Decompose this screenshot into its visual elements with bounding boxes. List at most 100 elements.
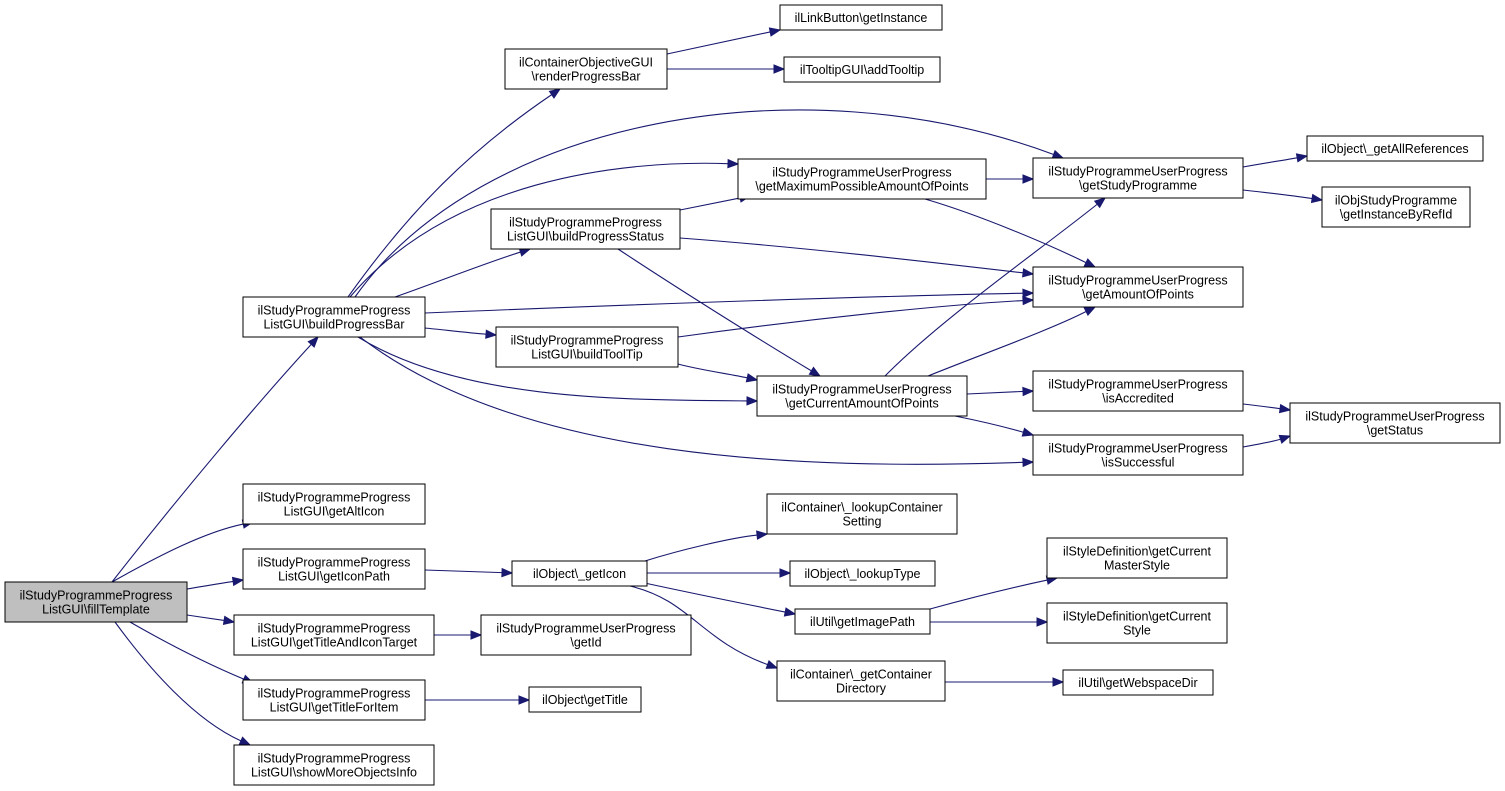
edge-buildToolTip-to-getAmountOfPoints <box>677 295 1035 338</box>
node-label: ilContainerObjectiveGUI <box>519 56 653 70</box>
node-label: ilStudyProgrammeUserProgress <box>772 383 951 397</box>
node-label: \isSuccessful <box>1102 456 1175 470</box>
edge-getCurrentAmountOfPoints-to-isAccredited <box>966 386 1035 397</box>
arrowhead-icon <box>768 27 782 37</box>
node-layer: ilStudyProgrammeProgressListGUI\fillTemp… <box>4 4 1501 786</box>
node-label: \renderProgressBar <box>531 70 640 84</box>
node-getWebspaceDir[interactable]: ilUtil\getWebspaceDir <box>1062 669 1214 696</box>
edge-line <box>924 198 1087 264</box>
edge-line <box>677 363 748 379</box>
node-label: MasterStyle <box>1104 559 1170 573</box>
node-label: ilObject\_getIcon <box>533 567 626 581</box>
node-label: ilStudyProgrammeProgress <box>258 304 411 318</box>
node-getInstanceByRefId[interactable]: ilObjStudyProgramme\getInstanceByRefId <box>1321 186 1471 228</box>
node-label: ListGUI\getAltIcon <box>284 505 385 519</box>
node-label: ilStudyProgrammeProgress <box>258 752 411 766</box>
edge-buildProgressBar-to-buildToolTip <box>424 327 498 339</box>
edge-getIcon-to-lookupContainerSetting <box>644 530 769 562</box>
node-box <box>504 48 668 90</box>
edge-fillTemplate-to-showMoreObjectsInfo <box>114 621 252 746</box>
node-getTitle[interactable]: ilObject\getTitle <box>528 686 642 713</box>
arrowhead-icon <box>1278 434 1292 444</box>
node-renderProgressBar[interactable]: ilContainerObjectiveGUI\renderProgressBa… <box>504 48 668 90</box>
edge-line <box>629 585 768 666</box>
arrowhead-icon <box>1083 258 1097 268</box>
edge-getCurrentAmountOfPoints-to-getStudyProgramme <box>884 197 1107 377</box>
node-isSuccessful[interactable]: ilStudyProgrammeUserProgress\isSuccessfu… <box>1032 434 1244 476</box>
node-getId[interactable]: ilStudyProgrammeUserProgress\getId <box>480 614 692 656</box>
arrowhead-icon <box>485 329 498 339</box>
node-showMoreObjectsInfo[interactable]: ilStudyProgrammeProgressListGUI\showMore… <box>233 744 435 786</box>
node-label: ilObject\getTitle <box>542 693 628 707</box>
node-box <box>4 581 188 623</box>
node-label: \getStudyProgramme <box>1079 179 1197 193</box>
node-getAllReferences[interactable]: ilObject\_getAllReferences <box>1306 135 1484 162</box>
node-label: \getAmountOfPoints <box>1082 288 1194 302</box>
edge-fillTemplate-to-buildProgressBar <box>111 336 319 583</box>
node-label: ListGUI\buildToolTip <box>531 348 642 362</box>
node-getMaximumPossibleAmountOfPoints[interactable]: ilStudyProgrammeUserProgress\getMaximumP… <box>737 158 987 200</box>
node-label: \getCurrentAmountOfPoints <box>785 397 939 411</box>
node-getIcon[interactable]: ilObject\_getIcon <box>511 560 648 587</box>
edge-buildProgressBar-to-getAmountOfPoints <box>424 288 1035 314</box>
edge-isSuccessful-to-getStatus <box>1242 434 1292 448</box>
node-buildProgressStatus[interactable]: ilStudyProgrammeProgressListGUI\buildPro… <box>490 208 681 250</box>
node-getStatus[interactable]: ilStudyProgrammeUserProgress\getStatus <box>1289 402 1501 444</box>
node-isAccredited[interactable]: ilStudyProgrammeUserProgress\isAccredite… <box>1032 370 1244 412</box>
edge-line <box>114 621 242 742</box>
node-getInstance[interactable]: ilLinkButton\getInstance <box>779 4 943 31</box>
arrowhead-icon <box>1022 268 1035 278</box>
node-label: ListGUI\getTitleForItem <box>270 701 399 715</box>
node-box <box>1289 402 1501 444</box>
arrowhead-icon <box>222 615 236 626</box>
node-label: ilUtil\getWebspaceDir <box>1078 676 1197 690</box>
edge-buildProgressStatus-to-getAmountOfPoints <box>679 237 1035 278</box>
node-getCurrentAmountOfPoints[interactable]: ilStudyProgrammeUserProgress\getCurrentA… <box>756 375 968 417</box>
node-buildToolTip[interactable]: ilStudyProgrammeProgressListGUI\buildToo… <box>495 326 679 368</box>
node-box <box>1032 434 1244 476</box>
node-box <box>1032 266 1244 308</box>
node-addTooltip[interactable]: ilTooltipGUI\addTooltip <box>783 56 941 83</box>
arrowhead-icon <box>1022 457 1035 468</box>
edge-buildProgressBar-to-getStudyProgramme <box>354 109 1065 298</box>
edge-buildProgressBar-to-buildProgressStatus <box>394 247 532 298</box>
node-getStudyProgramme[interactable]: ilStudyProgrammeUserProgress\getStudyPro… <box>1032 157 1244 199</box>
node-label: ilStudyProgrammeUserProgress <box>1048 378 1227 392</box>
node-buildProgressBar[interactable]: ilStudyProgrammeProgressListGUI\buildPro… <box>242 296 426 338</box>
node-getAltIcon[interactable]: ilStudyProgrammeProgressListGUI\getAltIc… <box>242 483 426 525</box>
node-box <box>528 686 642 713</box>
node-box <box>242 483 426 525</box>
edge-getTitleForItem-to-getTitle <box>425 695 531 705</box>
node-box <box>779 4 943 31</box>
node-box <box>511 560 648 587</box>
arrowhead-icon <box>1022 288 1035 298</box>
edge-buildProgressBar-to-getCurrentAmountOfPoints <box>357 336 759 406</box>
edge-line <box>644 534 758 562</box>
node-fillTemplate[interactable]: ilStudyProgrammeProgressListGUI\fillTemp… <box>4 581 188 623</box>
node-getImagePath[interactable]: ilUtil\getImagePath <box>794 608 931 635</box>
edge-line <box>1242 189 1313 200</box>
node-getTitleAndIconTarget[interactable]: ilStudyProgrammeProgressListGUI\getTitle… <box>233 614 435 656</box>
node-label: ilStudyProgrammeUserProgress <box>1048 442 1227 456</box>
node-getAmountOfPoints[interactable]: ilStudyProgrammeUserProgress\getAmountOf… <box>1032 266 1244 308</box>
node-box <box>766 493 958 535</box>
node-box <box>490 208 681 250</box>
node-box <box>1306 135 1484 162</box>
node-lookupType[interactable]: ilObject\_lookupType <box>789 560 936 587</box>
arrowhead-icon <box>783 607 797 617</box>
arrowhead-icon <box>1093 197 1107 209</box>
node-label: ListGUI\buildProgressStatus <box>507 230 664 244</box>
arrowhead-icon <box>1295 153 1309 163</box>
edge-getStudyProgramme-to-getAllReferences <box>1242 153 1309 168</box>
node-label: ilStudyProgrammeProgress <box>20 589 173 603</box>
node-label: \isAccredited <box>1102 392 1174 406</box>
node-getTitleForItem[interactable]: ilStudyProgrammeProgressListGUI\getTitle… <box>242 679 426 721</box>
edge-getIcon-to-lookupType <box>646 568 792 578</box>
node-getIconPath[interactable]: ilStudyProgrammeProgressListGUI\getIconP… <box>242 548 426 590</box>
edge-line <box>394 251 521 298</box>
edge-line <box>186 580 234 590</box>
